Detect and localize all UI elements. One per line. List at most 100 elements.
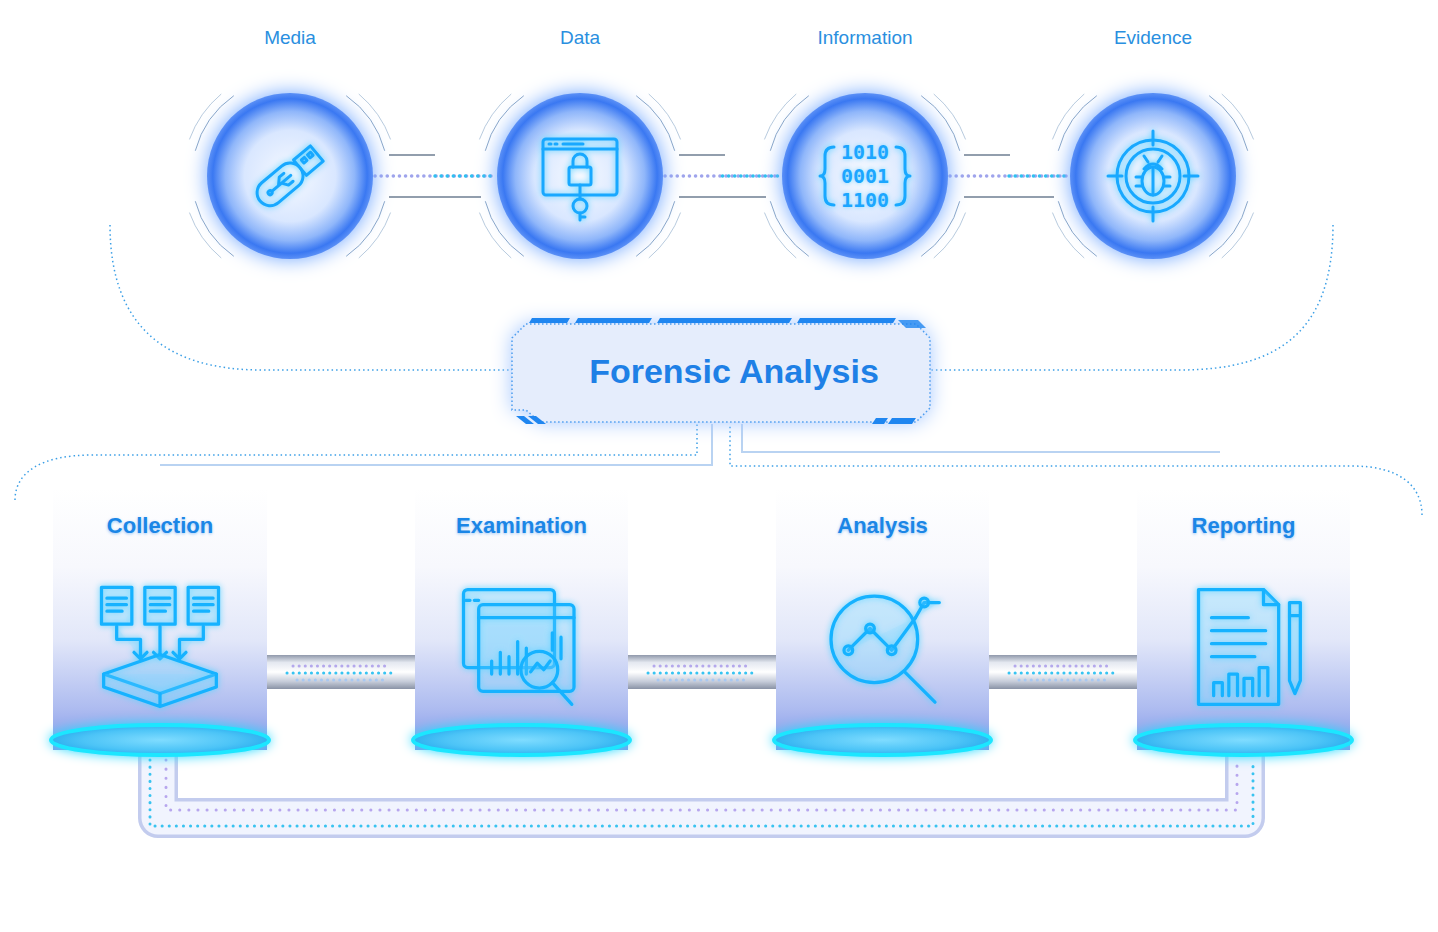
pipe-core [158,750,1245,818]
node-icon [1198,590,1300,705]
connector [150,750,1253,826]
pillar-base [776,722,989,762]
polygon-shape [872,418,888,424]
polygon-shape [898,320,926,328]
panel-title: Forensic Analysis [512,318,930,424]
rect-shape [569,167,591,185]
polygon-shape [797,318,896,323]
circle-shape [1126,149,1180,203]
pillar-icon [1179,583,1309,713]
pipe-dots [658,679,746,682]
path-shape [173,626,203,659]
rect-shape [301,157,307,163]
path-shape [896,147,910,205]
polygon-shape [888,418,916,424]
circle-outline [1068,91,1238,261]
path-shape [465,600,573,617]
polygon-shape [528,416,546,424]
polygon-shape [575,318,652,323]
pipe-rim [158,750,1245,818]
pillar-base [1137,722,1350,762]
panel-node: Forensic Analysis [512,318,930,424]
stage-heading: Examination [405,512,638,540]
orb [782,93,948,259]
node-icon [831,596,939,702]
stage-heading: Collection [43,512,277,540]
circle-outline [495,91,665,261]
path-shape [1213,668,1267,696]
circle-shape [844,646,853,655]
pipe-dots [166,760,1237,810]
orbit-arc [473,69,687,283]
orb [1070,93,1236,259]
orbit-arcs [183,69,1260,283]
path-shape [1289,603,1300,694]
pillar-node: Reporting [1137,488,1350,750]
dotted-wire [375,174,495,178]
dotted-wire [665,174,780,178]
orbit-arc [183,69,397,283]
pipe-dots [150,760,1253,826]
orb [207,93,373,259]
pillar-icon [818,583,948,713]
circle-node: Evidence [1068,25,1238,262]
dotted-wire [1009,174,1068,178]
stage-heading: Reporting [1127,512,1360,540]
pipe-dots [648,672,756,675]
wire-rail [679,154,725,156]
wire-rail [964,154,1010,156]
path-shape [117,626,147,659]
path-shape [820,147,834,205]
connector [665,155,780,197]
binary-text: 1010 0001 1100 [836,140,894,212]
pipe-dots [297,679,385,682]
wire-rail [389,196,481,198]
pillar-node: Analysis [776,488,989,750]
glow-ring [413,725,630,755]
orbit-arc [1055,78,1251,274]
wire-rail [389,154,435,156]
circle-outline [205,91,375,261]
node-icon [1108,131,1198,221]
glow-ring [774,725,991,755]
path-shape [1108,131,1198,221]
path-shape [1136,156,1170,195]
node-label: Evidence [1038,25,1268,51]
orbit-arc [1046,69,1260,283]
path-shape [573,154,587,167]
circle-node: Media [205,25,375,262]
pillar-node: Examination [415,488,628,750]
orbit-arc [482,78,678,274]
node-icon [102,587,219,706]
connector [989,655,1137,689]
path-shape [1211,618,1265,657]
pipe-body [989,655,1137,689]
path-shape [848,618,915,651]
pillar-icon [457,583,587,713]
pillar-icon [95,583,225,713]
polygon-shape [657,318,792,323]
path-shape [579,185,582,199]
pipe-dots [1019,679,1107,682]
connector [375,155,495,197]
circle-shape [831,596,918,683]
connector [950,155,1068,197]
connector [267,655,415,689]
pipe-dots [654,665,750,668]
wire-rail [964,196,1054,198]
path-shape [104,674,217,707]
orbit-arc [192,78,388,274]
pipe-dots [1009,672,1117,675]
wire-rail [679,196,766,198]
pipe-body [267,655,415,689]
circle-shape [573,199,587,213]
path-shape [107,598,213,611]
path-shape [1263,590,1278,605]
node-label: Information [750,25,980,51]
node-label: Media [175,25,405,51]
bracket-rails [160,424,1220,465]
dotted-wire [723,174,781,178]
pipe-dots [293,665,389,668]
path-shape [530,661,550,672]
path-shape [1198,590,1278,705]
